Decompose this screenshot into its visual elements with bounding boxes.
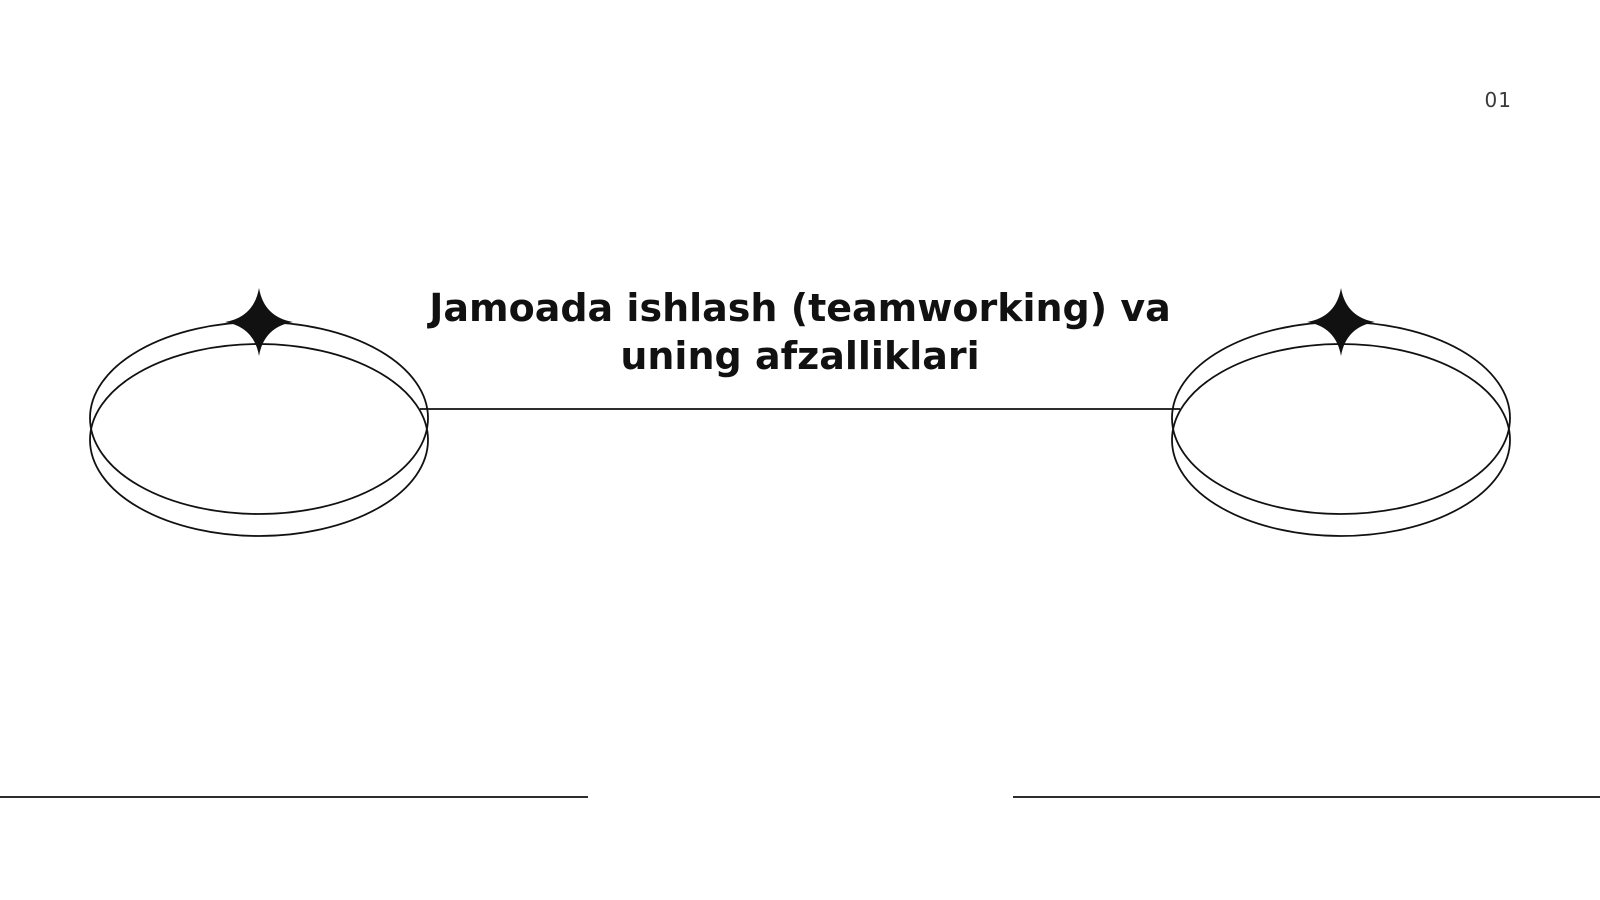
page-number: 01: [1484, 88, 1512, 112]
star-sparkle-icon: [1307, 288, 1375, 356]
star-sparkle-icon: [225, 288, 293, 356]
slide-title: Jamoada ishlash (teamworking) va uning a…: [429, 286, 1171, 378]
